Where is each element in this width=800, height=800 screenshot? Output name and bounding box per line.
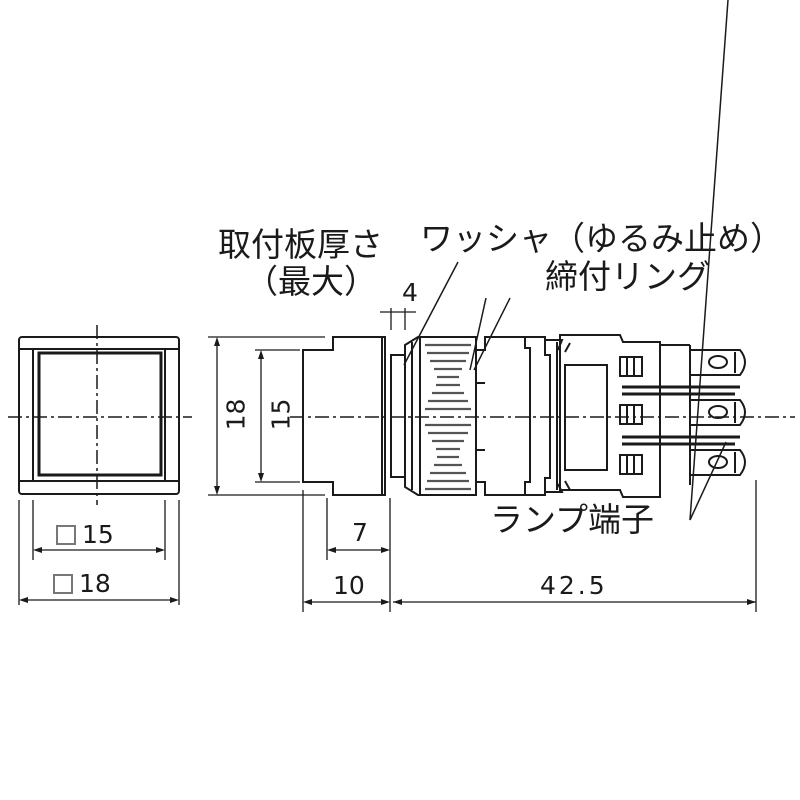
front-view-centerlines bbox=[8, 325, 192, 505]
dim-panel-thickness: 4 bbox=[402, 278, 418, 307]
dim-outer-square: 18 bbox=[53, 571, 111, 596]
bezel bbox=[302, 336, 386, 496]
square-symbol-icon bbox=[53, 574, 73, 594]
dim-height-inner: 15 bbox=[266, 398, 296, 431]
dim-height-outer: 18 bbox=[221, 398, 251, 431]
dim-body-length: 42.5 bbox=[540, 571, 608, 600]
switch-body bbox=[475, 334, 691, 498]
leader-lines bbox=[403, 0, 729, 521]
dim-bezel-depth: 7 bbox=[352, 518, 368, 547]
front-view-square bbox=[18, 336, 180, 495]
dim-inner-square: 15 bbox=[56, 522, 114, 547]
label-mounting-thickness-max: （最大） bbox=[245, 262, 377, 301]
lamp-pins bbox=[622, 385, 740, 446]
label-washer: ワッシャ（ゆるみ止め） bbox=[420, 219, 783, 258]
dim-front-length: 10 bbox=[333, 571, 365, 600]
label-lamp-terminal: ランプ端子 bbox=[490, 500, 655, 539]
ring-knurl bbox=[425, 343, 471, 491]
label-mounting-thickness: 取付板厚さ bbox=[218, 225, 383, 264]
terminals bbox=[690, 349, 746, 476]
square-symbol-icon bbox=[56, 525, 76, 545]
label-tightening-ring: 締付リング bbox=[545, 257, 710, 296]
